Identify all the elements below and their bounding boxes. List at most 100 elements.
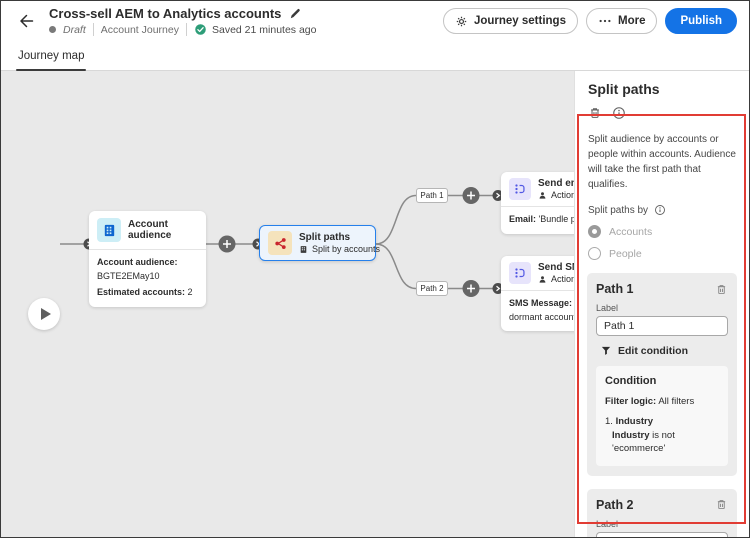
node-subtitle: Action on p (551, 274, 574, 284)
panel-title: Split paths (588, 81, 660, 97)
filter-logic-label: Filter logic: (605, 396, 657, 408)
path-label-input[interactable] (596, 531, 728, 537)
delete-path-button[interactable] (715, 498, 728, 511)
saved-text: Saved 21 minutes ago (211, 23, 317, 36)
filter-logic-value: All filters (656, 396, 695, 408)
info-icon (613, 107, 625, 119)
add-node-button[interactable] (462, 187, 480, 204)
delete-node-button[interactable] (588, 106, 602, 120)
edit-condition-label: Edit condition (618, 345, 688, 357)
radio-accounts[interactable]: Accounts (585, 225, 741, 238)
check-circle-icon (195, 24, 206, 35)
label-field-caption: Label (596, 303, 619, 313)
radio-people[interactable]: People (585, 247, 741, 260)
node-subtitle: Action on p (551, 190, 574, 200)
main-area: Account audience Account audience: BGTE2… (1, 71, 749, 537)
page-title: Cross-sell AEM to Analytics accounts (49, 6, 282, 21)
saved-status: Saved 21 minutes ago (194, 23, 317, 36)
journey-type: Account Journey (100, 23, 179, 36)
trash-icon (717, 500, 726, 510)
filter-icon (601, 346, 611, 355)
add-node-button[interactable] (218, 235, 236, 253)
journey-start-button[interactable] (28, 298, 60, 330)
node-account-audience[interactable]: Account audience Account audience: BGTE2… (89, 211, 206, 307)
accounts-mini-icon (300, 245, 307, 253)
trash-icon (591, 108, 599, 118)
rule-detail-field: Industry (612, 429, 650, 441)
email-label: Email: (509, 214, 537, 224)
path-1-tag[interactable]: Path 1 (416, 188, 448, 203)
path-card-title: Path 2 (596, 497, 634, 512)
person-icon (539, 191, 546, 199)
header-actions: Journey settings More Publish (442, 8, 737, 34)
rule-number: 1. (605, 415, 616, 427)
radio-accounts-label: Accounts (609, 225, 653, 238)
delete-path-button[interactable] (715, 283, 728, 296)
header: Cross-sell AEM to Analytics accounts Dra… (1, 1, 749, 41)
divider (501, 290, 574, 291)
estimated-accounts-value: 2 (185, 287, 193, 297)
journey-settings-button[interactable]: Journey settings (442, 8, 578, 34)
split-paths-panel: Split paths Split audience by accounts o… (574, 71, 749, 537)
rule-field: Industry (615, 415, 654, 427)
connector-lines (60, 187, 504, 297)
trash-icon (717, 284, 726, 294)
status-state: Draft (63, 23, 86, 36)
person-icon (539, 275, 546, 283)
play-icon (40, 308, 51, 320)
condition-summary: Condition Filter logic: All filters 1. I… (596, 366, 728, 466)
audience-label: Account audience: (97, 257, 178, 267)
divider (501, 206, 574, 207)
condition-title: Condition (605, 375, 657, 387)
radio-people-control[interactable] (588, 247, 601, 260)
edit-condition-button[interactable]: Edit condition (596, 345, 728, 357)
back-button[interactable] (15, 10, 37, 32)
send-sms-icon (509, 262, 531, 284)
tab-bar: Journey map (1, 41, 749, 71)
publish-button[interactable]: Publish (665, 8, 737, 34)
info-button[interactable] (612, 106, 626, 120)
panel-description: Split audience by accounts or people wit… (588, 134, 736, 190)
pencil-icon (291, 8, 301, 19)
tab-journey-map[interactable]: Journey map (16, 50, 87, 71)
back-arrow-icon (20, 14, 34, 28)
account-audience-icon (97, 218, 121, 242)
radio-people-label: People (609, 247, 642, 260)
sms-value-line2: dormant account con (509, 311, 574, 322)
edit-title-button[interactable] (289, 7, 302, 20)
node-title: Send email (538, 178, 574, 189)
node-split-paths[interactable]: Split paths Split by accounts (259, 225, 380, 261)
split-by-label: Split paths by (588, 204, 649, 216)
node-details: Email: 'Bundle promo (501, 207, 574, 234)
sms-label: SMS Message: (509, 298, 573, 308)
rule-detail-text: is not 'ecommerce' (612, 429, 675, 455)
email-value: 'Bundle promo (538, 214, 574, 224)
more-label: More (617, 15, 646, 27)
estimated-accounts-label: Estimated accounts: (97, 287, 186, 297)
label-field-caption: Label (596, 518, 619, 529)
path-2-card: Path 2 Label Edit condition Condition Fi… (587, 488, 737, 537)
draft-status-dot (49, 26, 56, 33)
node-send-sms[interactable]: Send SMS Action on p SMS Message: 'Engag… (501, 256, 574, 331)
divider (89, 249, 206, 250)
journey-settings-label: Journey settings (473, 15, 566, 27)
node-subtitle: Split by accounts (312, 244, 381, 254)
status-row: Draft Account Journey Saved 21 minutes a… (49, 23, 316, 36)
audience-value: BGTE2EMay10 (97, 270, 160, 281)
radio-accounts-control[interactable] (588, 225, 601, 238)
divider (92, 23, 94, 36)
more-dots-icon (599, 19, 611, 23)
title-block: Cross-sell AEM to Analytics accounts Dra… (49, 6, 316, 36)
add-node-button[interactable] (462, 280, 480, 297)
path-1-card: Path 1 Label Edit condition Condition Fi… (587, 273, 737, 476)
path-card-title: Path 1 (596, 282, 634, 296)
journey-canvas[interactable]: Account audience Account audience: BGTE2… (1, 71, 574, 537)
path-label-input[interactable] (596, 316, 728, 336)
node-send-email[interactable]: Send email Action on p Email: 'Bundle pr… (501, 172, 574, 234)
more-button[interactable]: More (585, 8, 658, 34)
divider (185, 23, 187, 36)
info-icon[interactable] (654, 204, 666, 216)
path-2-tag[interactable]: Path 2 (416, 281, 448, 296)
node-title: Split paths (299, 232, 351, 243)
